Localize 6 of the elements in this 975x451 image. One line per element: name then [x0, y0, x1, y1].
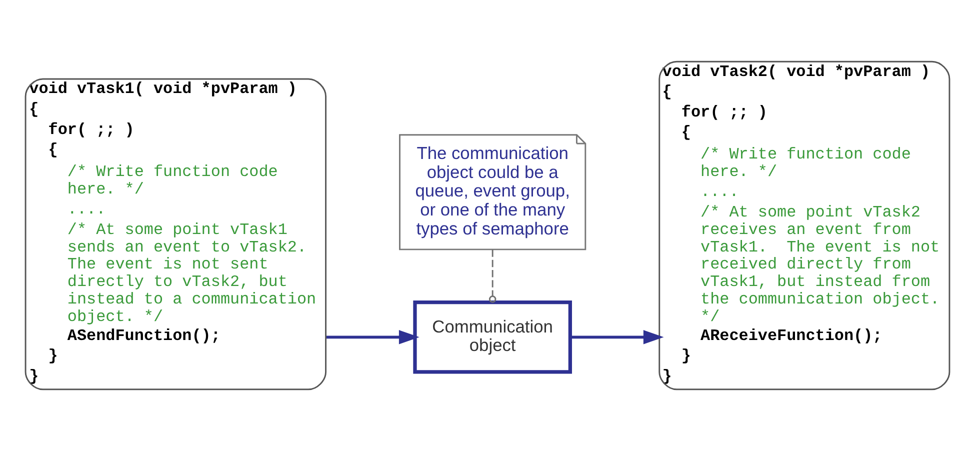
arrow	[570, 330, 664, 344]
node-box: void vTask2( void *pvParam ) { for( ;; ) { /* Write function code here. */ .... /* At some point vTask2 receives an event from vTask1. The event is not received directly from vTask1, but instead from the communication object. */ AReceiveFunction(); } }	[658, 60, 950, 390]
connector	[488, 250, 496, 303]
arrow	[326, 330, 420, 344]
node-box: void vTask1( void *pvParam ) { for( ;; ) { /* Write function code here. */ .... /* At some point vTask1 sends an event to vTask2. The event is not sent directly to vTask2, but instead to a communication object. */ ASendFunction(); } }	[24, 78, 326, 390]
node-box: Communication object	[413, 300, 572, 374]
